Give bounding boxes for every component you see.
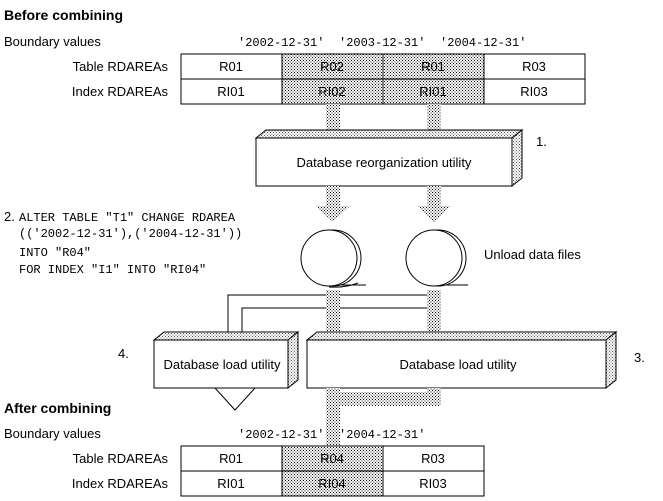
after-table-cell: R03	[421, 451, 445, 466]
after-boundary-value: '2002-12-31'	[238, 428, 324, 442]
reorg-utility-label: Database reorganization utility	[297, 155, 472, 170]
reorg-utility-box	[254, 128, 524, 188]
flow-dotted	[326, 290, 340, 340]
before-index-cell: RI03	[520, 84, 547, 99]
before-table-cell: R02	[320, 59, 344, 74]
before-index-cell: RI01	[217, 84, 244, 99]
flow-arrow-dotted	[417, 186, 451, 222]
load-utility-left-label: Database load utility	[163, 357, 281, 372]
flow-dotted	[326, 388, 340, 446]
flow-dotted	[427, 290, 441, 340]
step-2-number: 2.	[4, 209, 15, 224]
unload-file-reel	[405, 229, 468, 287]
flow-dotted	[427, 104, 441, 136]
sql-line: INTO "R04"	[19, 246, 91, 260]
sql-line: FOR INDEX "I1" INTO "RI04"	[19, 263, 206, 277]
before-heading: Before combining	[4, 7, 123, 23]
after-index-label: Index RDAREAs	[72, 476, 169, 491]
flow-dotted	[340, 392, 441, 406]
after-rdarea-table	[180, 445, 485, 497]
after-boundary-label: Boundary values	[4, 426, 101, 441]
before-table-cell: R03	[522, 59, 546, 74]
before-boundary-label: Boundary values	[4, 34, 101, 49]
flow-arrow-dotted	[316, 186, 350, 222]
sql-line: ALTER TABLE "T1" CHANGE RDAREA	[19, 211, 236, 225]
after-index-cell: RI01	[217, 476, 244, 491]
load-utility-box-right	[305, 330, 618, 390]
before-table-cell: R01	[421, 59, 445, 74]
step-3-number: 3.	[634, 350, 645, 365]
before-boundary-value: '2002-12-31'	[238, 36, 324, 50]
before-index-cell: RI02	[318, 84, 345, 99]
flow-dotted	[326, 104, 340, 136]
sql-line: (('2002-12-31'),('2004-12-31'))	[19, 227, 242, 241]
load-utility-right-label: Database load utility	[399, 357, 517, 372]
before-table-label: Table RDAREAs	[73, 59, 169, 74]
before-index-cell: RI01	[419, 84, 446, 99]
step-4-number: 4.	[118, 346, 129, 361]
before-boundary-value: '2003-12-31'	[339, 36, 425, 50]
before-table-cell: R01	[219, 59, 243, 74]
before-boundary-value: '2004-12-31'	[440, 36, 526, 50]
after-index-cell: RI03	[419, 476, 446, 491]
after-heading: After combining	[4, 400, 111, 416]
after-table-label: Table RDAREAs	[73, 451, 169, 466]
unload-files-label: Unload data files	[484, 247, 581, 262]
after-boundary-value: '2004-12-31'	[339, 428, 425, 442]
after-table-cell: R04	[320, 451, 344, 466]
load-utility-box-left	[152, 330, 300, 390]
before-rdarea-table	[180, 53, 586, 105]
after-index-cell: RI04	[318, 476, 345, 491]
step-1-number: 1.	[536, 134, 547, 149]
before-index-label: Index RDAREAs	[72, 84, 169, 99]
after-table-cell: R01	[219, 451, 243, 466]
unload-file-reel	[300, 229, 366, 288]
